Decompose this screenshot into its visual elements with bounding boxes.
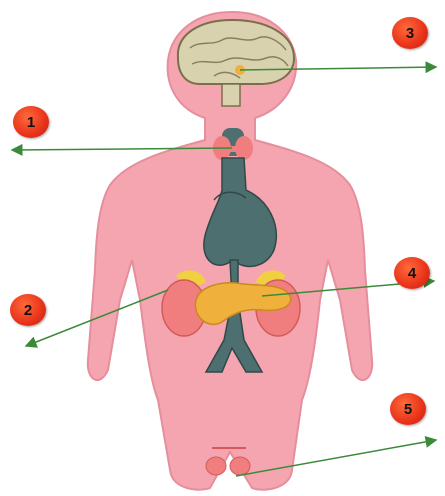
label-badge-1: 1 <box>13 106 49 138</box>
label-badge-4: 4 <box>394 257 430 289</box>
label-badge-5: 5 <box>390 393 426 425</box>
label-badge-2: 2 <box>10 294 46 326</box>
label-badge-3: 3 <box>392 17 428 49</box>
